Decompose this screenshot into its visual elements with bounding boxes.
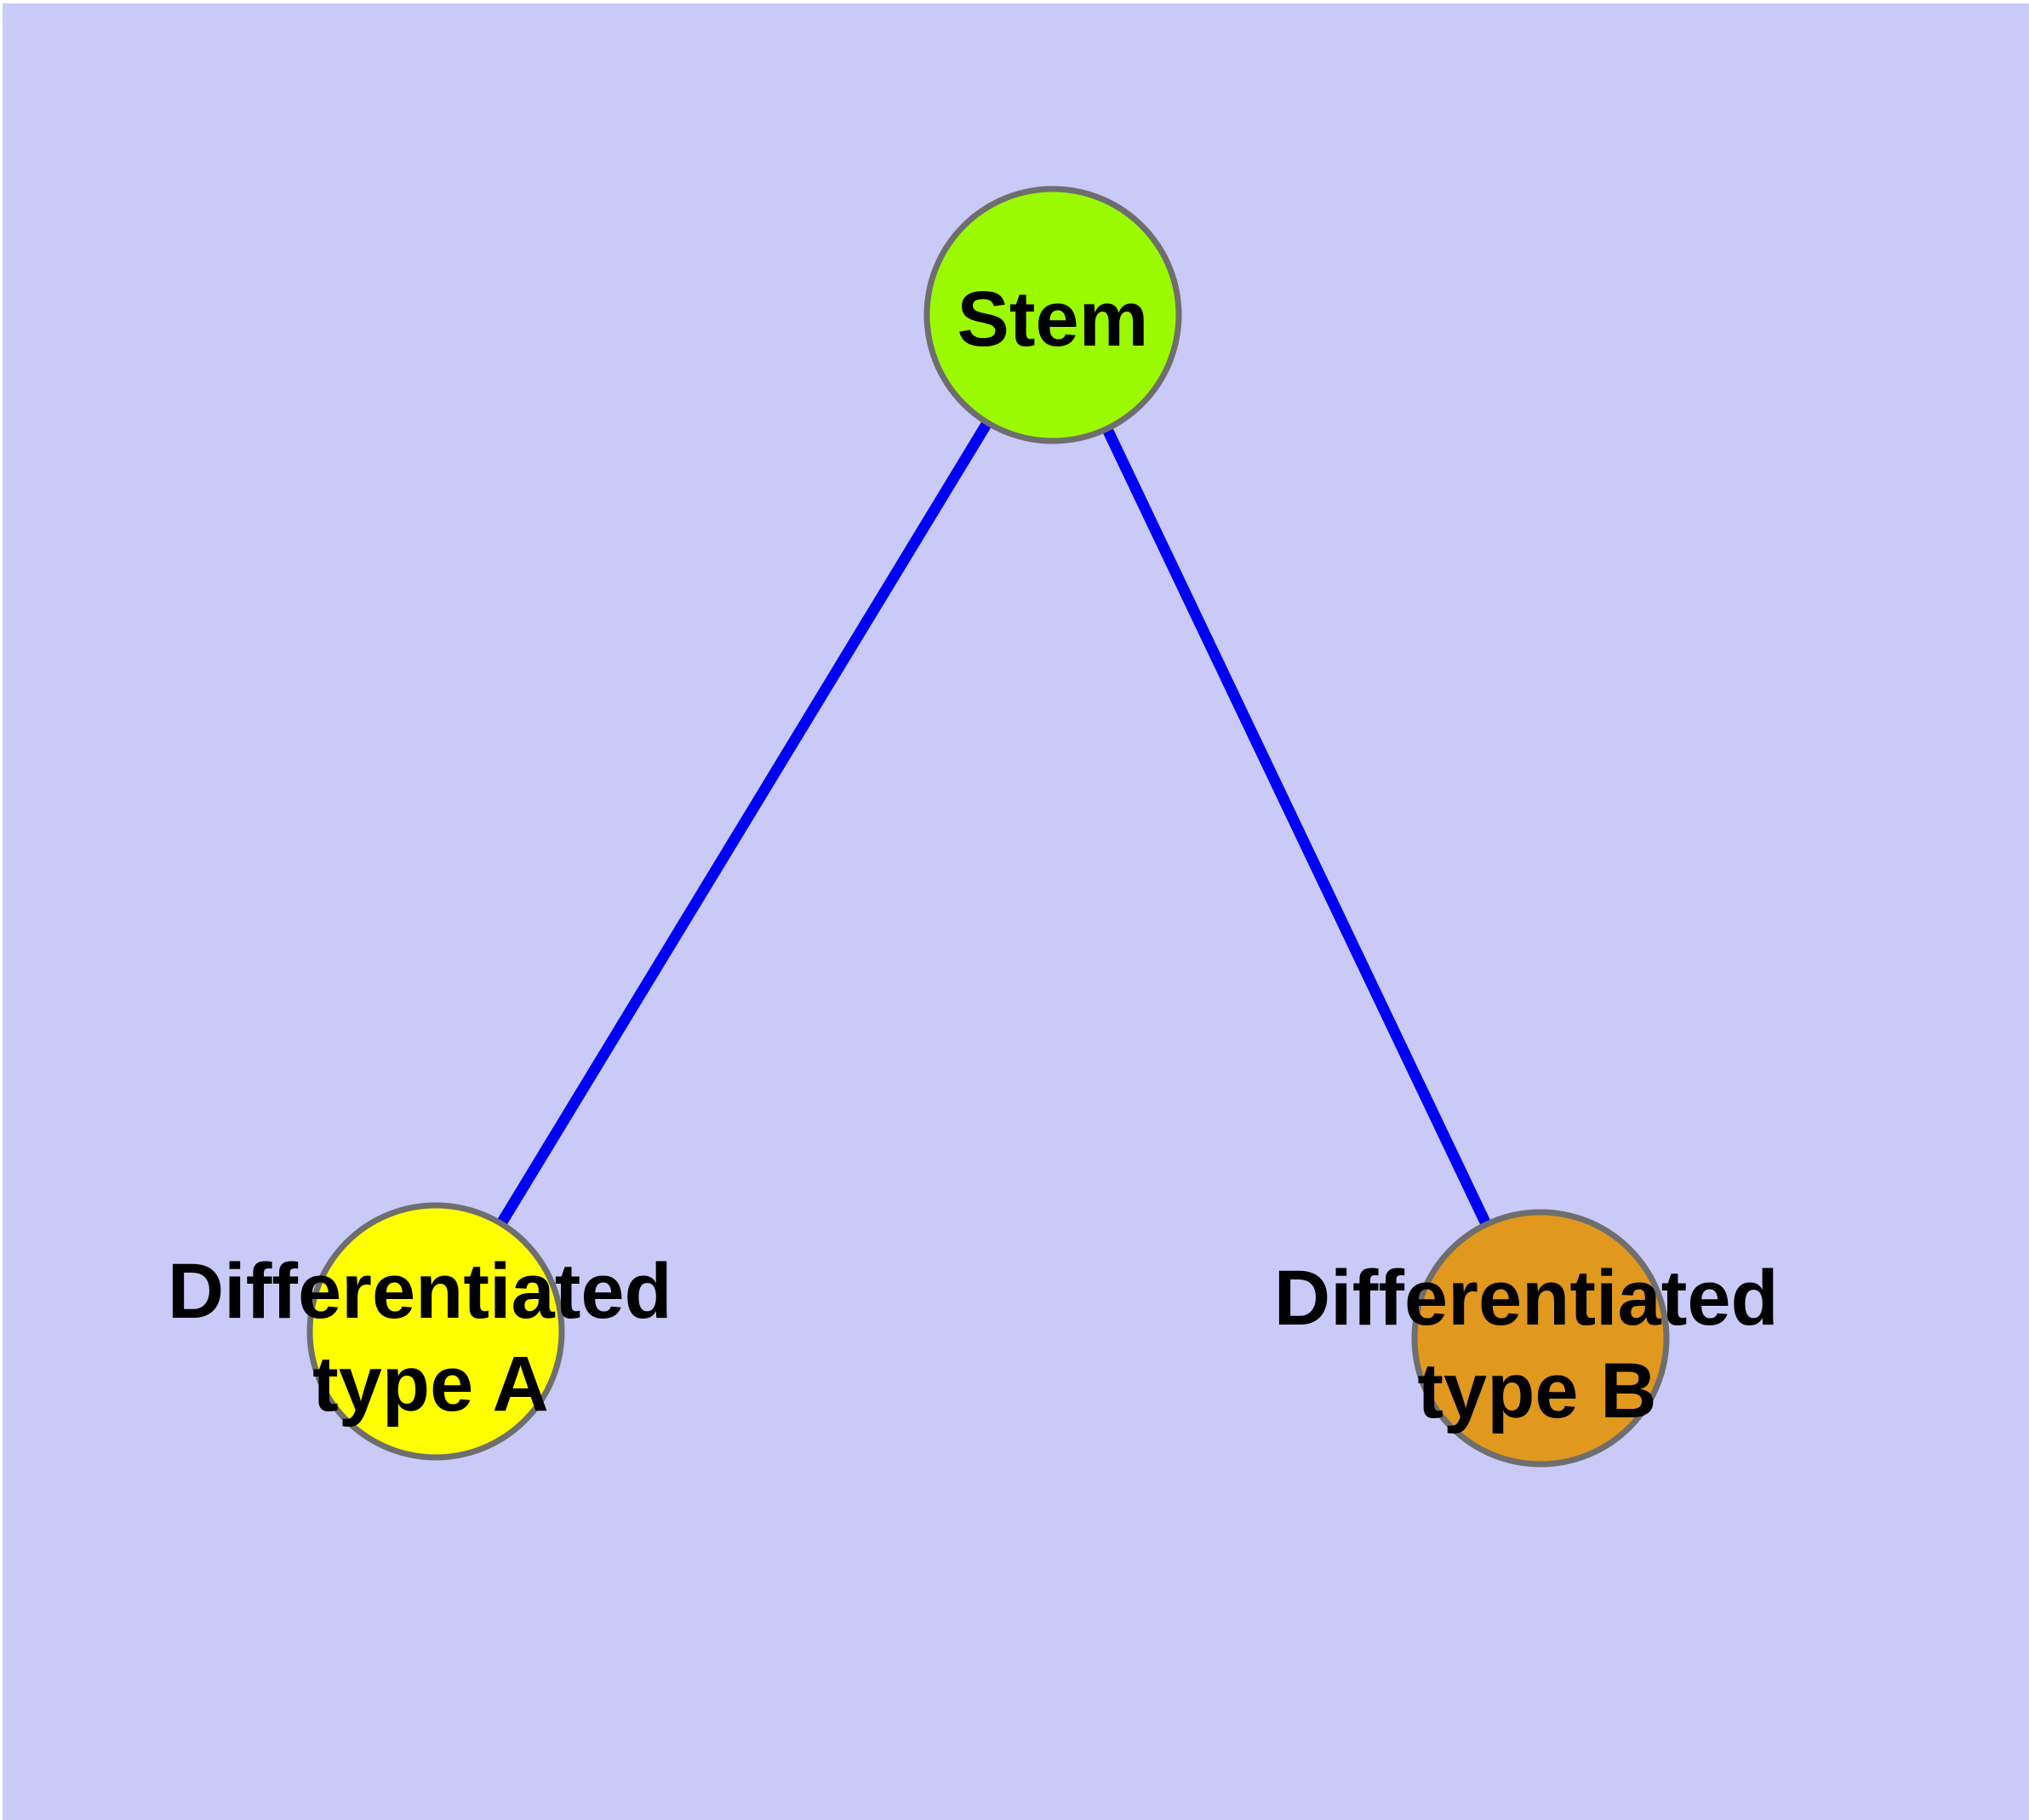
type-a-label-line2: type A — [312, 1341, 549, 1428]
node-layer — [306, 186, 1670, 1468]
type-b-label-line1: Differentiated — [1274, 1255, 1779, 1342]
stem-node-label: Stem — [957, 276, 1149, 363]
type-b-label-line2: type B — [1417, 1348, 1656, 1434]
label-layer: Stem Differentiated type A Differentiate… — [168, 276, 1801, 1434]
edge-stem-to-type-a — [431, 312, 1058, 1335]
type-a-node-label: Differentiated type A — [168, 1248, 694, 1428]
type-a-node — [306, 1202, 565, 1461]
type-b-node — [1411, 1209, 1670, 1468]
type-b-node-label: Differentiated type B — [1274, 1255, 1801, 1434]
stem-node — [923, 186, 1182, 444]
edge-layer — [431, 312, 1546, 1341]
edge-stem-to-type-b — [1048, 312, 1546, 1341]
type-a-label-line1: Differentiated — [168, 1248, 672, 1335]
